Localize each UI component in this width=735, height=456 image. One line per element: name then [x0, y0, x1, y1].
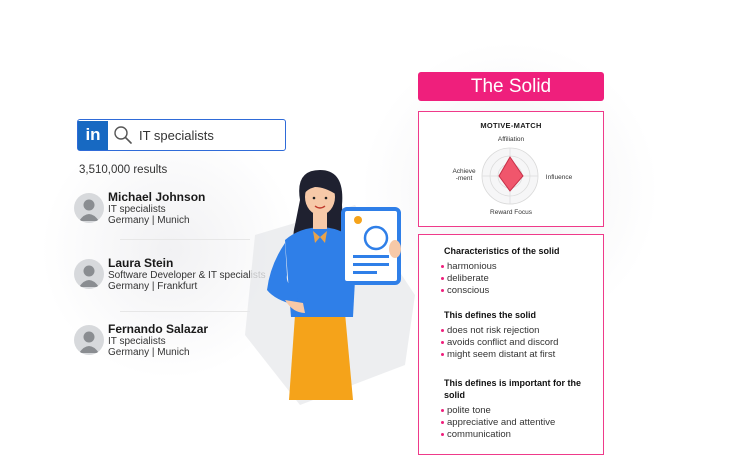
avatar [74, 259, 104, 289]
divider [120, 311, 250, 312]
person-name[interactable]: Michael Johnson [108, 190, 206, 204]
person-name[interactable]: Fernando Salazar [108, 322, 209, 336]
avatar [74, 193, 104, 223]
person-title: IT specialists [108, 336, 166, 347]
radar-label-top: Affiliation [497, 136, 525, 143]
motive-match-card: MOTIVE-MATCH Affiliation Achieve -ment I… [418, 111, 604, 227]
avatar [74, 325, 104, 355]
divider [120, 239, 250, 240]
person-title: Software Developer & IT specialists [108, 270, 266, 281]
list-item: might seem distant at first [440, 349, 556, 360]
list-item: appreciative and attentive [440, 417, 556, 428]
person-name[interactable]: Laura Stein [108, 256, 174, 270]
list-item: communication [441, 429, 511, 440]
person-location: Germany | Munich [108, 347, 190, 358]
person-title: IT specialists [108, 204, 166, 215]
search-icon [114, 126, 132, 144]
woman-illustration [245, 170, 415, 405]
radar-label-left: Achieve -ment [452, 168, 476, 182]
section-heading: This defines is important for the solid [444, 378, 582, 400]
list-item: harmonious [441, 261, 497, 272]
radar-label-right: Influence [545, 174, 573, 181]
motive-match-heading: MOTIVE-MATCH [480, 121, 542, 130]
person-location: Germany | Frankfurt [108, 281, 198, 292]
characteristics-card: Characteristics of the solid harmonious … [418, 234, 604, 455]
profile-title: The Solid [418, 72, 604, 101]
list-item: does not risk rejection [440, 325, 540, 336]
section-heading: Characteristics of the solid [444, 246, 560, 256]
radar-label-bottom: Reward Focus [490, 209, 532, 216]
search-input[interactable]: IT specialists [139, 127, 214, 143]
list-item: conscious [440, 285, 490, 296]
search-bar[interactable]: in IT specialists [77, 119, 286, 151]
list-item: avoids conflict and discord [440, 337, 559, 348]
section-heading: This defines the solid [444, 310, 537, 320]
result-count: 3,510,000 results [79, 164, 168, 176]
list-item: deliberate [441, 273, 489, 284]
radar-chart [481, 147, 539, 205]
linkedin-logo: in [78, 120, 108, 150]
person-location: Germany | Munich [108, 215, 190, 226]
list-item: polite tone [441, 405, 491, 416]
